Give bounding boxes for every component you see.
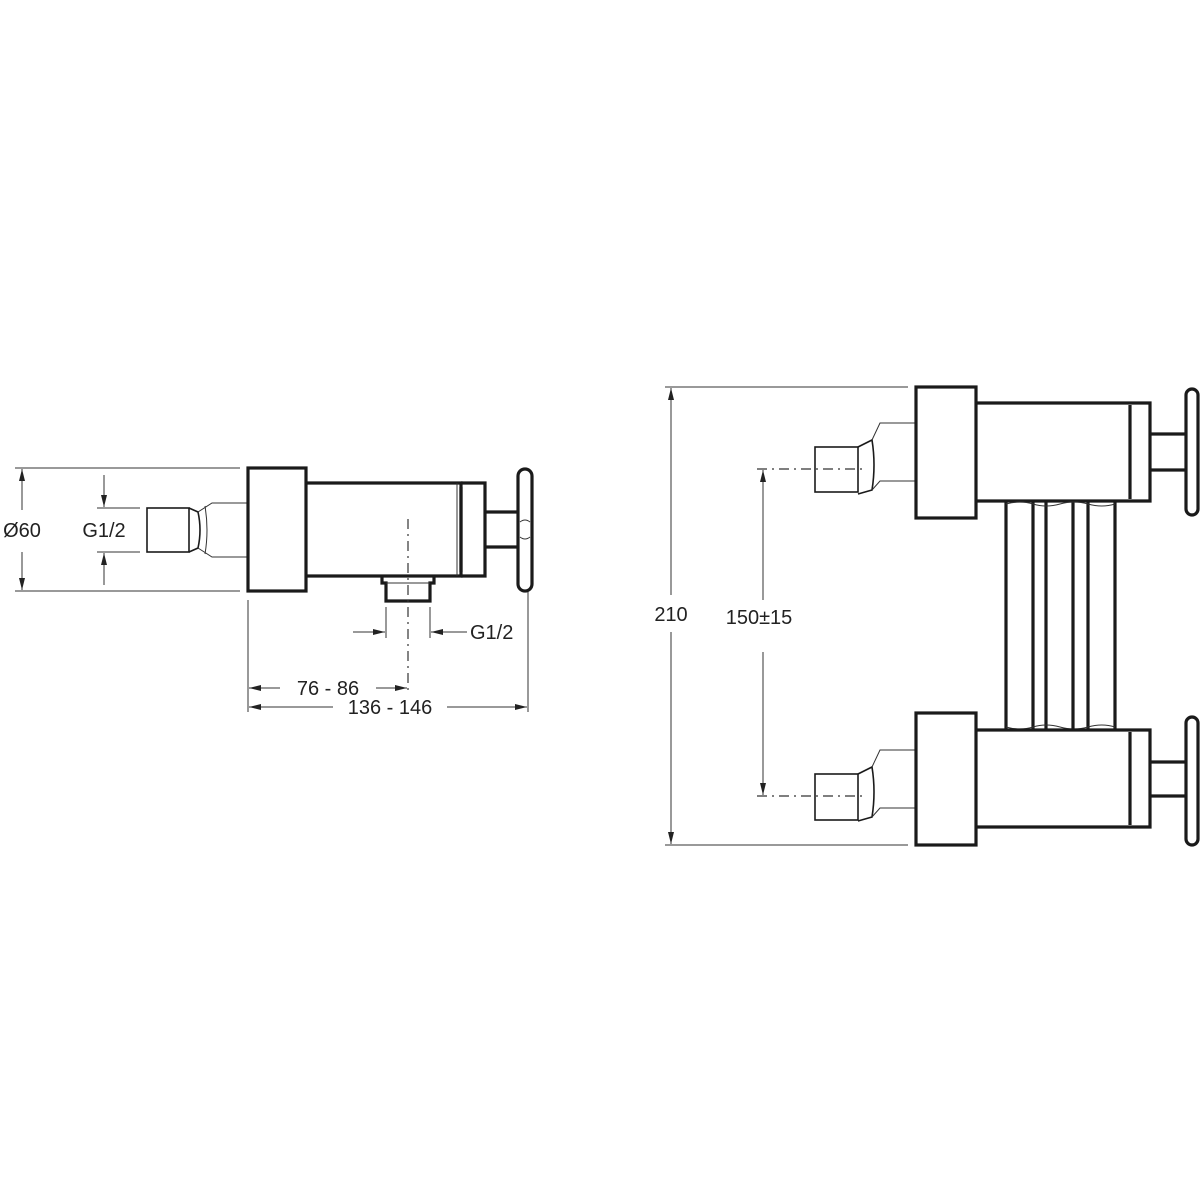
upper-handle <box>1184 387 1200 517</box>
top-view: 210 150±15 <box>654 385 1200 847</box>
overall-depth-dimension: 136 - 146 <box>249 697 527 719</box>
overall-height-label: 210 <box>654 604 687 626</box>
outlet-thread-label: G1/2 <box>470 622 513 644</box>
inlet-spacing-label: 150±15 <box>726 607 793 629</box>
inlet-thread-dimension: G1/2 <box>82 475 140 585</box>
outlet-offset-label: 76 - 86 <box>297 678 359 700</box>
valve-body <box>246 466 487 593</box>
inlet-spacing-dimension: 150±15 <box>726 468 862 797</box>
diameter-dimension: Ø60 <box>3 467 240 592</box>
outlet-thread-dimension: G1/2 <box>353 607 513 644</box>
lower-handle <box>1184 715 1200 847</box>
inlet-pipe <box>146 502 247 558</box>
lower-valve <box>814 711 1200 847</box>
connecting-tubes <box>1004 501 1117 730</box>
inlet-thread-label: G1/2 <box>82 520 125 542</box>
side-view: Ø60 G1/2 <box>3 466 534 719</box>
handle <box>485 467 534 593</box>
outlet-offset-dimension: 76 - 86 <box>247 592 529 712</box>
upper-valve <box>814 385 1200 520</box>
overall-depth-label: 136 - 146 <box>348 697 433 719</box>
diameter-label: Ø60 <box>3 520 41 542</box>
overall-height-dimension: 210 <box>654 386 908 846</box>
